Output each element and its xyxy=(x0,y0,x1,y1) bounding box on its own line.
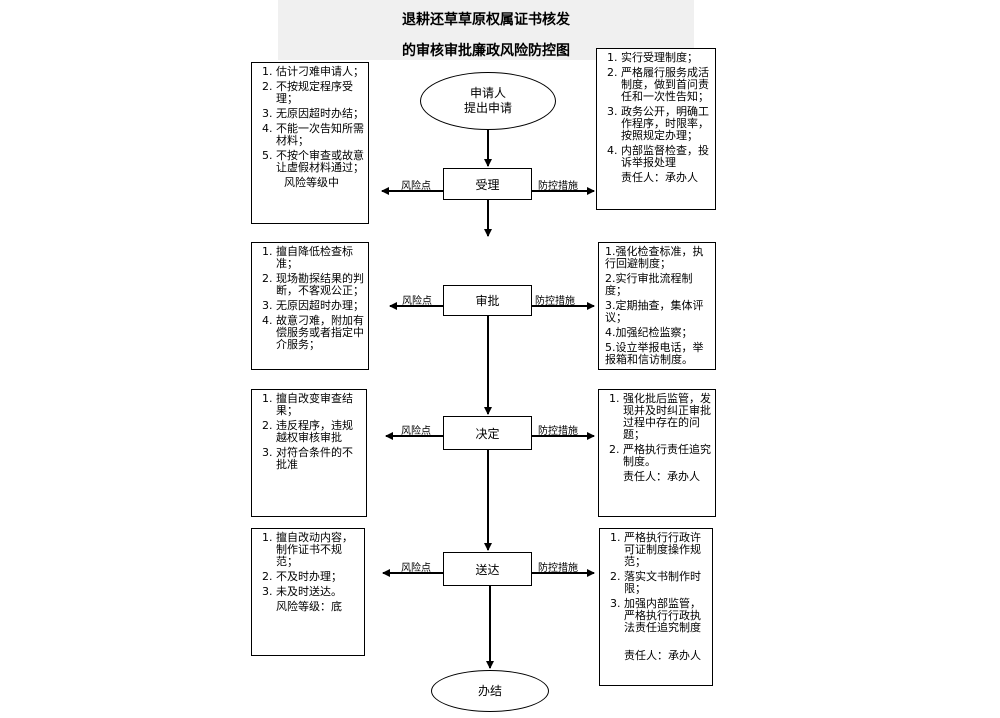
risk-item: 违反程序，违规越权审核审批 xyxy=(276,420,362,444)
control-box-approve: 1.强化检查标准，执行回避制度； 2.实行审批流程制度； 3.定期抽查，集体评议… xyxy=(598,242,716,370)
risk-item: 故意刁难，附加有偿服务或者指定中介服务； xyxy=(276,315,364,351)
responsible-note: 责任人：承办人 xyxy=(624,649,701,662)
risk-label-4: 风险点 xyxy=(401,563,431,574)
responsible-note: 责任人：承办人 xyxy=(621,171,698,184)
diagram-title-line-2: 的审核审批廉政风险防控图 xyxy=(402,43,570,59)
risk-label-2: 风险点 xyxy=(402,296,432,307)
control-item: 实行受理制度； xyxy=(621,52,711,64)
risk-label-3: 风险点 xyxy=(401,426,431,437)
start-line-2: 提出申请 xyxy=(463,101,512,115)
step-accept: 受理 xyxy=(443,168,532,200)
control-label-4: 防控措施 xyxy=(538,563,578,574)
control-item: 落实文书制作时限； xyxy=(624,571,708,595)
control-box-decide: 强化批后监管，发现并及时纠正审批过程中存在的问题； 严格执行责任追究制度。 责任… xyxy=(598,389,716,517)
control-item: 1.强化检查标准，执行回避制度； xyxy=(605,245,704,270)
responsible-note: 责任人：承办人 xyxy=(623,470,700,483)
control-item: 强化批后监管，发现并及时纠正审批过程中存在的问题； xyxy=(623,393,711,441)
control-box-deliver: 严格执行行政许可证制度操作规范； 落实文书制作时限； 加强内部监管，严格执行行政… xyxy=(599,528,713,686)
risk-level-note: 风险等级中 xyxy=(284,176,339,189)
risk-box-deliver: 擅自改动内容，制作证书不规范； 不及时办理； 未及时送达。 风险等级：底 xyxy=(251,528,365,656)
control-label-2: 防控措施 xyxy=(535,296,575,307)
step-deliver: 送达 xyxy=(443,552,532,586)
end-node: 办结 xyxy=(431,670,549,712)
control-item: 政务公开，明确工作程序，时限率，按照规定办理； xyxy=(621,106,711,142)
risk-item: 不按个审查或故意让虚假材料通过； xyxy=(276,150,364,174)
risk-item: 擅自改动内容，制作证书不规范； xyxy=(276,532,360,568)
control-item: 5.设立举报电话，举报箱和信访制度。 xyxy=(605,341,704,366)
control-item: 2.实行审批流程制度； xyxy=(605,272,693,297)
start-line-1: 申请人 xyxy=(469,86,506,100)
risk-level-note: 风险等级：底 xyxy=(276,600,342,613)
risk-item: 擅自降低检查标准； xyxy=(276,246,364,270)
risk-item: 不按规定程序受理； xyxy=(276,81,364,105)
risk-label-1: 风险点 xyxy=(401,181,431,192)
control-item: 严格履行服务成活制度，做到首问责任和一次性告知； xyxy=(621,67,711,103)
control-item: 内部监督检查，投诉举报处理 xyxy=(621,145,711,169)
risk-item: 擅自改变审查结果； xyxy=(276,393,362,417)
control-item: 4.加强纪检监察； xyxy=(605,326,693,339)
risk-box-accept: 估计刁难申请人； 不按规定程序受理； 无原因超时办结； 不能一次告知所需材料； … xyxy=(251,62,369,224)
risk-item: 不及时办理； xyxy=(276,571,360,583)
risk-item: 未及时送达。 xyxy=(276,586,360,598)
risk-item: 现场勘探结果的判断，不客观公正； xyxy=(276,273,364,297)
risk-item: 估计刁难申请人； xyxy=(276,66,364,78)
control-item: 加强内部监管，严格执行行政执法责任追究制度 xyxy=(624,598,708,634)
risk-box-approve: 擅自降低检查标准； 现场勘探结果的判断，不客观公正； 无原因超时办理； 故意刁难… xyxy=(251,242,369,370)
risk-item: 无原因超时办结； xyxy=(276,108,364,120)
control-label-1: 防控措施 xyxy=(538,181,578,192)
control-item: 严格执行责任追究制度。 xyxy=(623,444,711,468)
risk-item: 对符合条件的不批准 xyxy=(276,447,362,471)
control-box-accept: 实行受理制度； 严格履行服务成活制度，做到首问责任和一次性告知； 政务公开，明确… xyxy=(596,48,716,210)
start-node: 申请人提出申请 xyxy=(420,72,556,130)
control-item: 3.定期抽查，集体评议； xyxy=(605,299,704,324)
control-label-3: 防控措施 xyxy=(538,426,578,437)
step-decide: 决定 xyxy=(443,416,532,450)
diagram-title-line-1: 退耕还草草原权属证书核发 xyxy=(402,12,570,28)
risk-item: 无原因超时办理； xyxy=(276,300,364,312)
risk-box-decide: 擅自改变审查结果； 违反程序，违规越权审核审批 对符合条件的不批准 xyxy=(251,389,367,517)
step-approve: 审批 xyxy=(443,285,532,316)
control-item: 严格执行行政许可证制度操作规范； xyxy=(624,532,708,568)
risk-item: 不能一次告知所需材料； xyxy=(276,123,364,147)
